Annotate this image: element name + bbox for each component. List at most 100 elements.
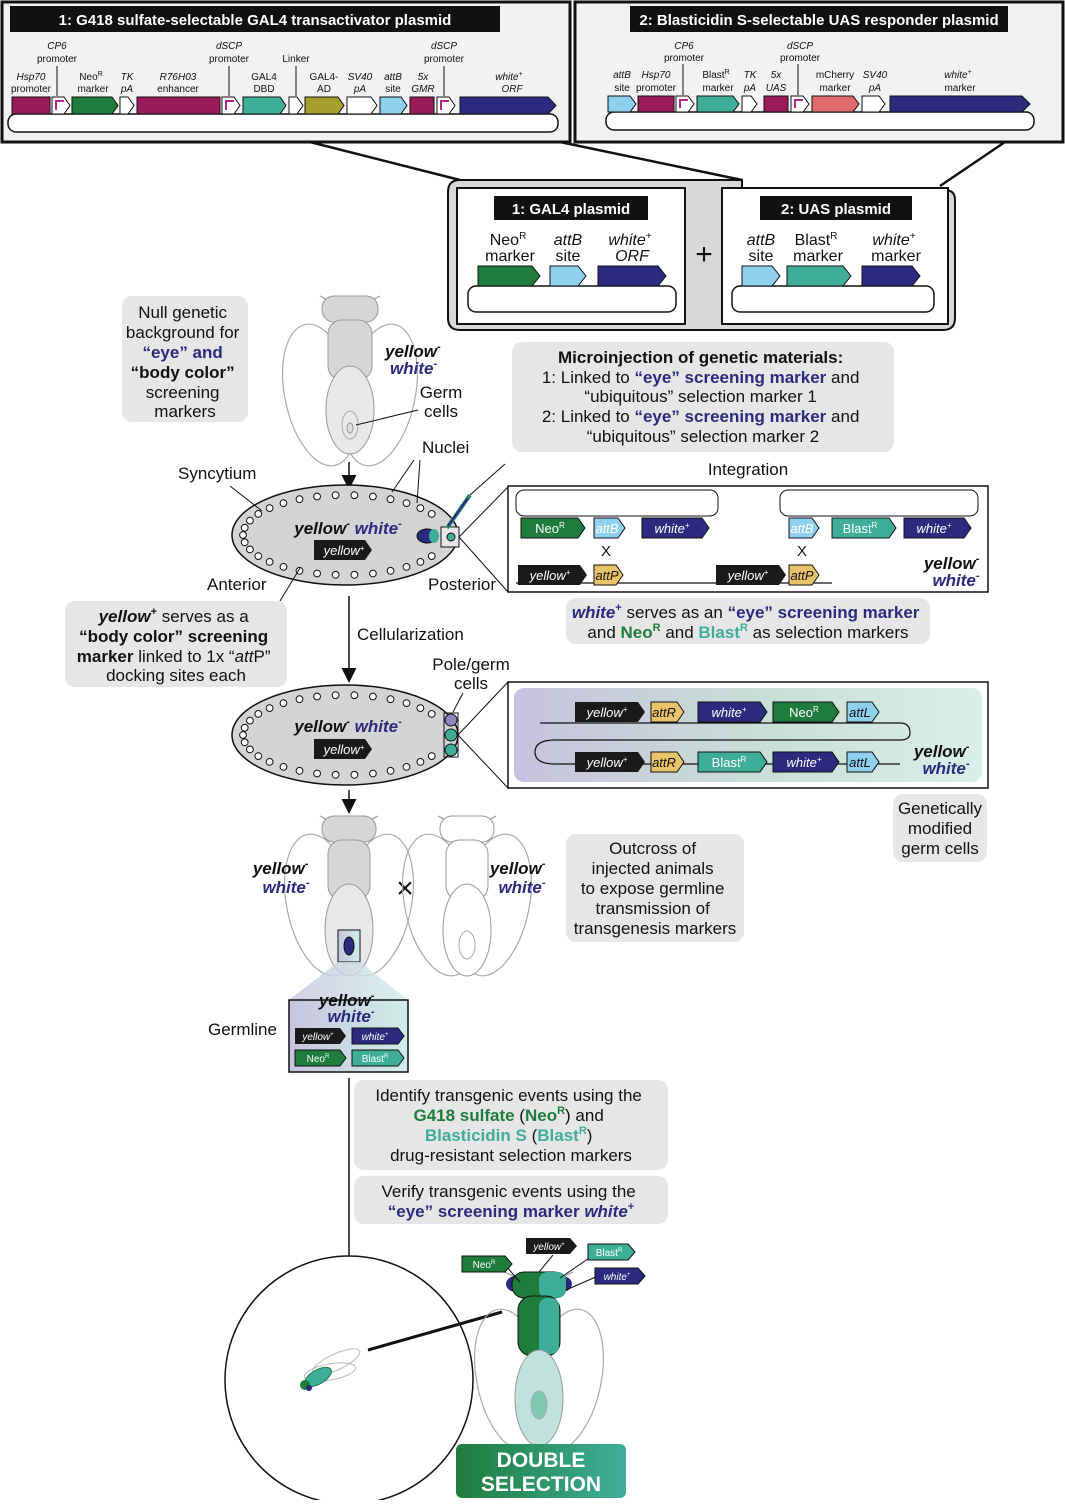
nucleus xyxy=(240,523,249,532)
p2-tk-pa xyxy=(741,95,758,113)
crossover-2: X xyxy=(797,543,807,560)
nucleus xyxy=(246,716,254,725)
int-yellow-2-label: yellow+ xyxy=(727,568,769,583)
gm-white-1 xyxy=(697,701,768,723)
syncytium-label: Syncytium xyxy=(178,464,256,483)
fly-outcross-partner xyxy=(402,815,532,977)
white-marker-callout: white+ serves as an “eye” screening mark… xyxy=(566,598,930,644)
p1-label-gal4ad: GAL4-AD xyxy=(310,72,339,95)
int-yellow-2 xyxy=(716,565,786,585)
fly-double-selected xyxy=(474,1271,604,1452)
posterior-label: Posterior xyxy=(428,575,496,594)
gm-neo xyxy=(772,701,840,723)
nucleus xyxy=(350,491,359,500)
nucleus xyxy=(331,491,340,500)
final-yellow-tag xyxy=(526,1238,577,1254)
nucleus xyxy=(386,695,395,704)
p1-r76h03-enhancer xyxy=(136,96,221,115)
final-white-tag xyxy=(594,1267,646,1285)
nucleus xyxy=(313,692,322,701)
plasmid2-title: 2: Blasticidin S-selectable UAS responde… xyxy=(639,12,998,29)
int-attp-2-label: attP xyxy=(790,568,813,583)
plasmid1-backbone xyxy=(7,113,559,133)
gm-attr-1 xyxy=(650,701,685,723)
gal4-box-neo xyxy=(477,265,541,287)
nucleus xyxy=(246,745,254,754)
nucleus xyxy=(265,704,274,712)
zoom-connector-right xyxy=(939,140,1006,188)
embryo1-genotype: yellow- white- xyxy=(293,518,402,538)
p1-dscp-arrow-icon xyxy=(225,100,234,110)
gal4-box-white xyxy=(597,265,667,287)
integration-panel: NeoR attB white+ attB BlastR white+ X X … xyxy=(507,485,989,593)
svg-text:Null genetic background: Null genetic background for “eye” and “b… xyxy=(126,303,244,421)
germline-blast-label: BlastR xyxy=(362,1054,389,1065)
germline-genotype: yellow- white- xyxy=(318,984,379,1026)
uas-box-blast xyxy=(786,265,852,287)
p1-gal4-ad xyxy=(304,96,345,115)
cellularization-label: Cellularization xyxy=(357,625,464,644)
p1-gmr xyxy=(409,96,435,115)
nucleus xyxy=(416,504,425,513)
gal4-box-attb xyxy=(549,265,587,287)
gm-neo-label: NeoR xyxy=(789,705,819,720)
nucleus xyxy=(295,695,304,704)
nucleus xyxy=(240,538,249,547)
nucleus xyxy=(369,492,377,501)
nucleus xyxy=(295,495,304,504)
int-attb-1 xyxy=(593,517,626,539)
nucleus xyxy=(313,492,322,501)
nucleus xyxy=(416,558,425,566)
zoom-line xyxy=(367,1310,503,1352)
gm-attl-1 xyxy=(846,701,880,723)
p2-sv40-pa xyxy=(861,95,886,113)
nucleus xyxy=(313,769,322,778)
final-neo-tag xyxy=(461,1255,513,1273)
nucleus xyxy=(254,752,263,760)
p1-cp6-arrow-icon xyxy=(55,100,64,110)
fly1-genotype: yellow- white- xyxy=(384,335,445,378)
nucleus xyxy=(427,710,436,718)
nucleus xyxy=(265,504,274,513)
gm-yellow-1-label: yellow+ xyxy=(586,705,628,720)
p1-linker xyxy=(288,96,304,115)
nucleus xyxy=(254,710,263,718)
uas-box-white-label: white+marker xyxy=(871,231,921,265)
final-white-label: white+ xyxy=(604,1272,631,1283)
embryo-syncytium xyxy=(231,463,506,586)
svg-text:Microinjection of genetic mate: Microinjection of genetic materials: 1: … xyxy=(542,348,864,446)
plasmid1-title: 1: G418 sulfate-selectable GAL4 transact… xyxy=(59,12,452,29)
int-white-1-label: white+ xyxy=(654,521,689,536)
gm-attr-1-label: attR xyxy=(652,705,676,720)
double-selection-badge xyxy=(456,1444,626,1498)
germline-white-label: white+ xyxy=(362,1032,389,1043)
p1-neo-marker xyxy=(71,96,119,115)
p1-tk-pa xyxy=(119,96,135,115)
nucleus xyxy=(254,510,263,518)
p2-label-white: white+marker xyxy=(944,69,976,94)
int-white-2 xyxy=(903,517,972,539)
nucleus xyxy=(265,558,274,566)
nucleus xyxy=(416,758,425,766)
fly-null-background xyxy=(282,295,418,467)
nucleus xyxy=(369,769,377,778)
yellow-marker-callout: yellow+ serves as a “body color” screeni… xyxy=(65,601,287,687)
nucleus xyxy=(350,691,359,700)
